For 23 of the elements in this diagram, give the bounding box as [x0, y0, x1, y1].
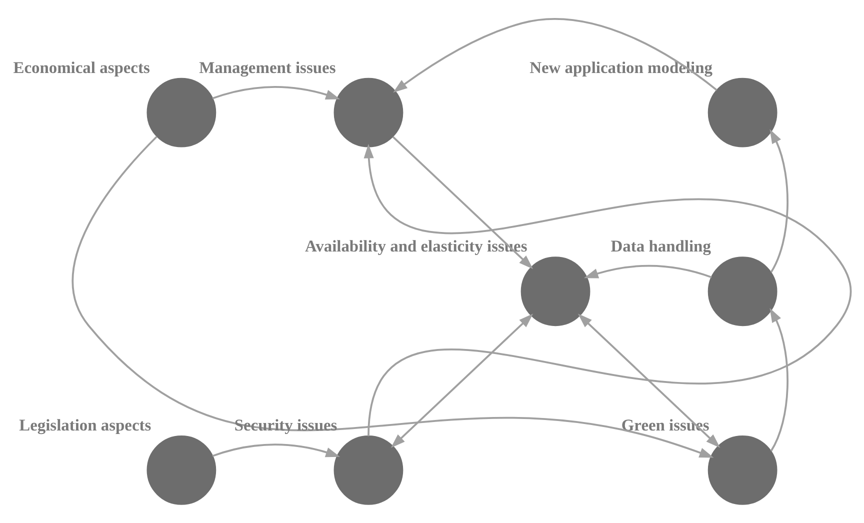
- arrow: [390, 314, 534, 448]
- node-circle: [520, 256, 590, 326]
- arrow: [578, 314, 720, 448]
- node-circle: [708, 256, 778, 326]
- arrow: [364, 144, 852, 436]
- node-label: Data handling: [610, 236, 711, 256]
- arrow: [393, 18, 718, 93]
- node-label: Economical aspects: [13, 58, 150, 77]
- node-circle: [146, 435, 216, 505]
- arrow: [584, 264, 712, 278]
- arrow: [392, 136, 534, 270]
- arrow: [212, 444, 340, 458]
- node-label: Management issues: [199, 58, 336, 77]
- node-circle: [708, 435, 778, 505]
- node-circle: [334, 78, 404, 148]
- arrow: [72, 136, 714, 458]
- arrow: [770, 129, 788, 273]
- node-circle: [708, 78, 778, 148]
- arrow: [770, 308, 788, 452]
- node-circle: [146, 78, 216, 148]
- node-circle: [334, 435, 404, 505]
- node-label: Legislation aspects: [19, 415, 152, 434]
- arrow: [212, 86, 340, 100]
